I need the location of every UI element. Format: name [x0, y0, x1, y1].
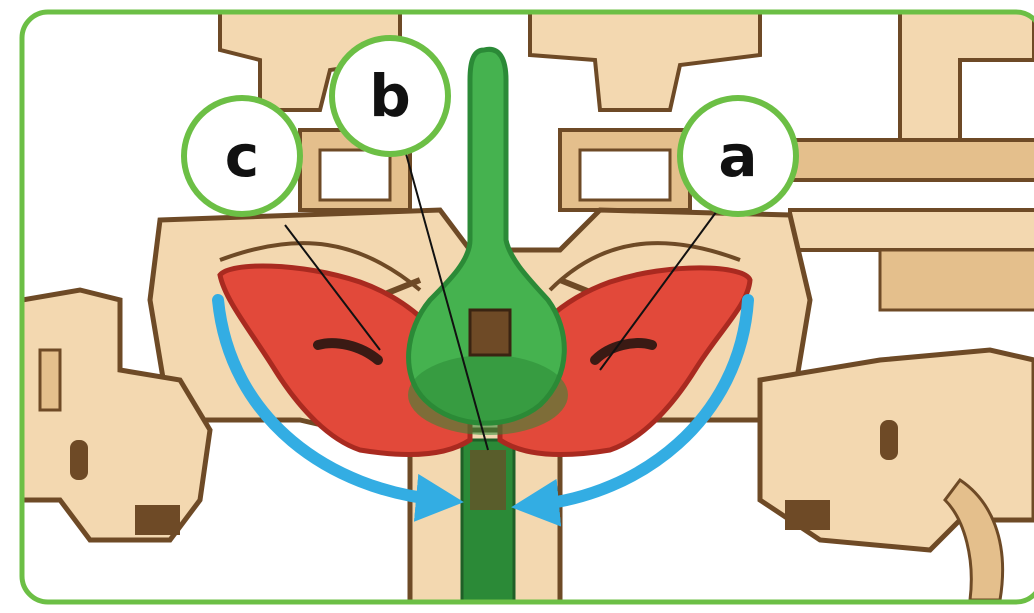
wood-stem — [410, 430, 560, 608]
callout-b-label: b — [369, 62, 411, 130]
callout-b: b — [332, 38, 448, 154]
callout-c-label: c — [225, 122, 259, 190]
callout-c: c — [184, 98, 300, 214]
callout-a-label: a — [718, 122, 757, 190]
callout-a: a — [680, 98, 796, 214]
